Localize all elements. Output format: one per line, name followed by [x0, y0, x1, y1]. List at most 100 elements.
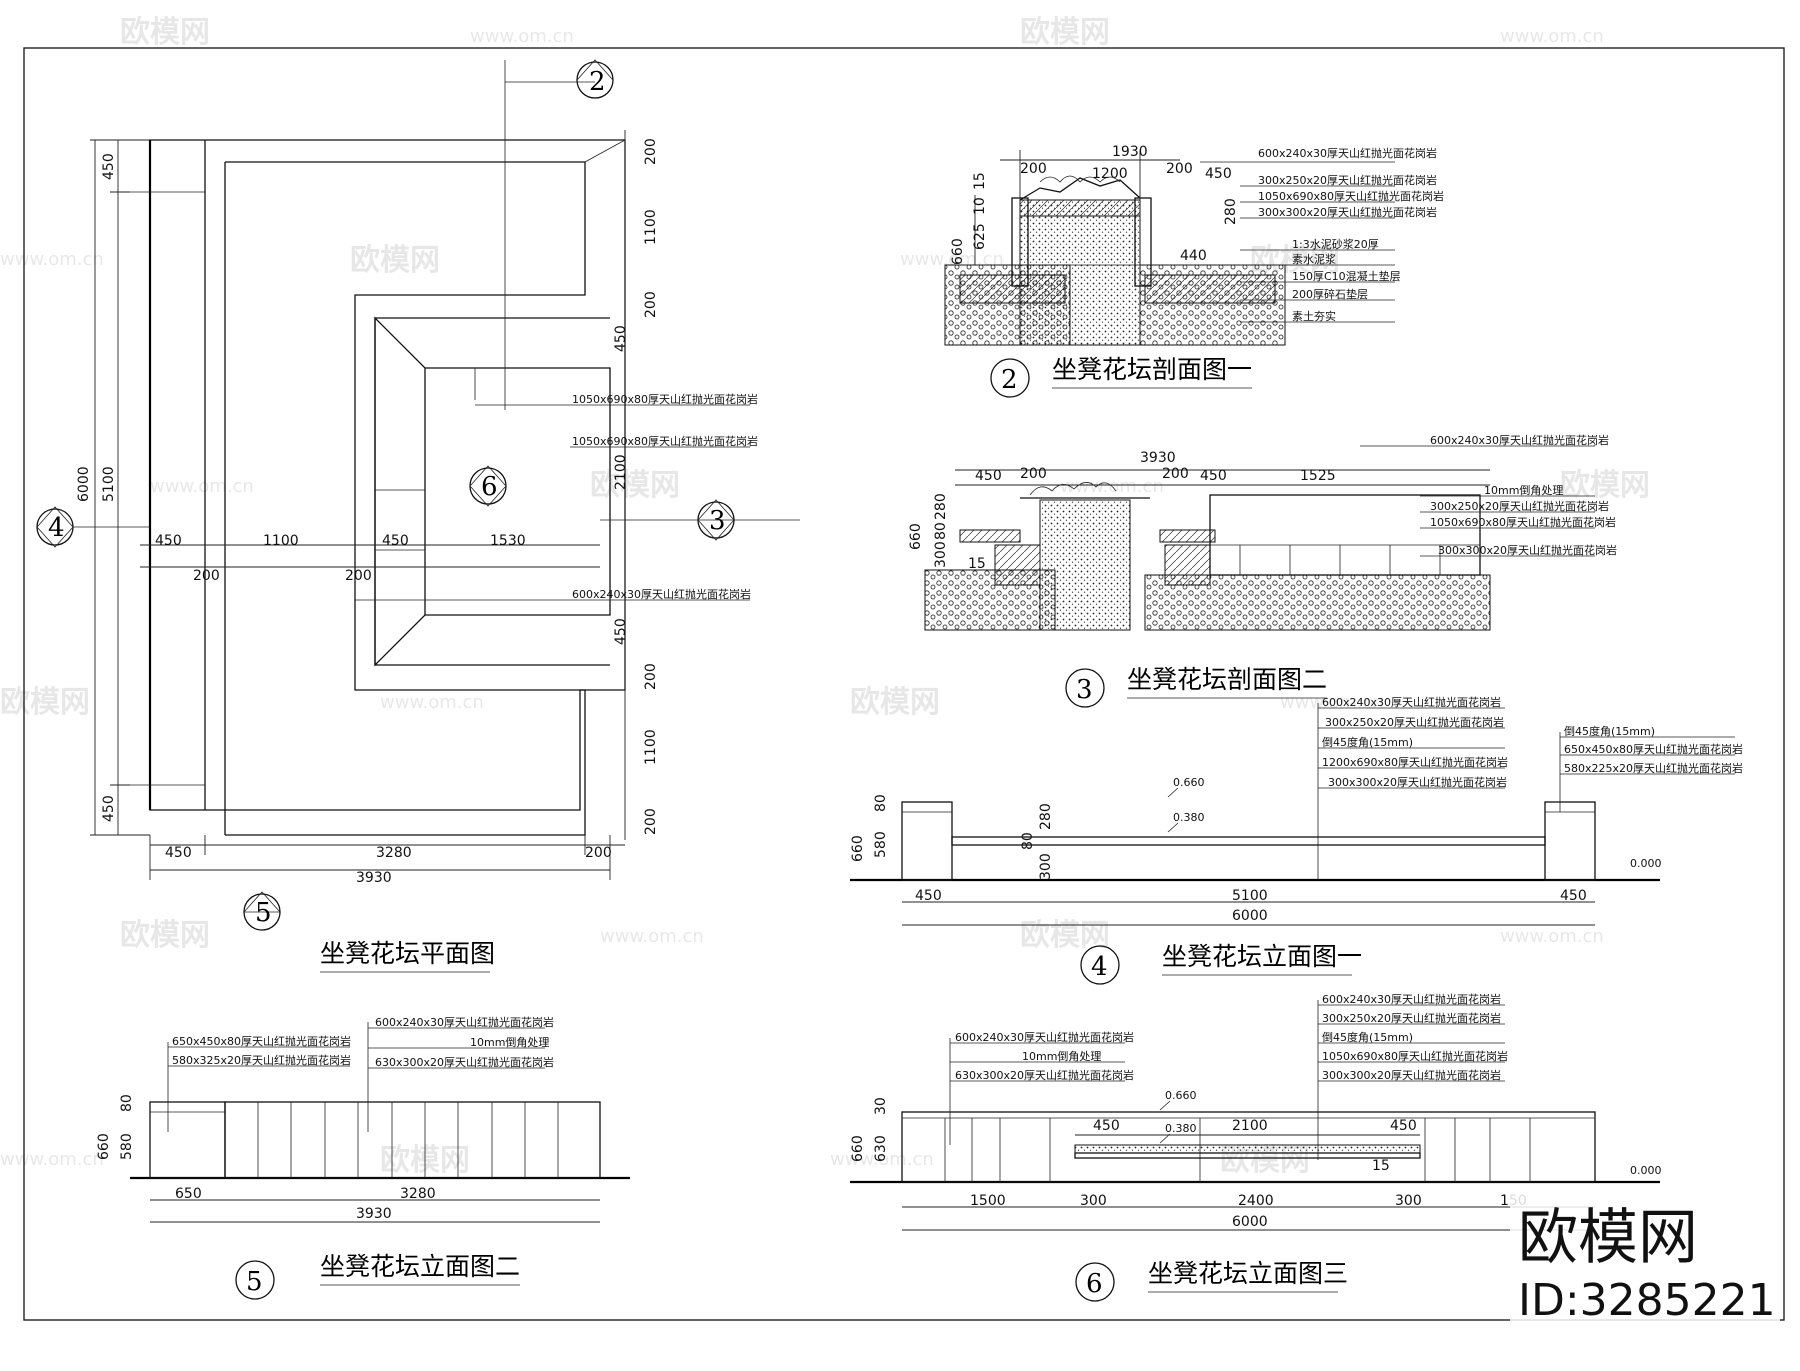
plan-mark-3: 3 [709, 506, 726, 536]
elev1-note-r1: 倒45度角(15mm) [1564, 724, 1655, 738]
elev1-title: 坐凳花坛立面图一 [1162, 942, 1362, 971]
elev2-dim-total: 3930 [356, 1206, 392, 1222]
elev1-note-r2: 650x450x80厚天山红抛光面花岗岩 [1564, 742, 1743, 756]
watermark-brand: 欧模网 [590, 468, 680, 503]
sec1-note-4: 300x300x20厚天山红抛光面花岗岩 [1258, 205, 1437, 219]
elev3-dim-t1: 450 [1093, 1118, 1120, 1134]
corner-brand: 欧模网 [1518, 1203, 1698, 1273]
watermark-brand: 欧模网 [1560, 468, 1650, 503]
elev3-note-l1: 600x240x30厚天山红抛光面花岗岩 [955, 1030, 1134, 1044]
plan-drawing: 2 3 6 4 5 6000 5100 450 450 200 1100 20 [36, 59, 800, 931]
sec2-title: 坐凳花坛剖面图二 [1127, 665, 1327, 694]
elev1-number-circle [1080, 945, 1120, 985]
watermark-url: www.om.cn [830, 1149, 934, 1170]
section-1-drawing: 1930 200 200 450 660 625 15 10 280 440 1… [944, 144, 1444, 346]
plan-dim-r4: 450 [613, 325, 629, 352]
sec1-dim-top: 1930 [1112, 144, 1148, 160]
sec1-note-7: 150厚C10混凝土垫层 [1292, 269, 1401, 283]
sec1-note-3: 1050x690x80厚天山红抛光面花岗岩 [1258, 189, 1444, 203]
elev1-dim-b2: 5100 [1232, 888, 1268, 904]
elev3-note-r5: 300x300x20厚天山红抛光面花岗岩 [1322, 1068, 1501, 1082]
sec2-dim-200a: 200 [1020, 466, 1047, 482]
sec2-dim-top: 3930 [1140, 450, 1176, 466]
elev1-note-l3: 倒45度角(15mm) [1322, 735, 1413, 749]
sec1-number: 2 [1001, 365, 1018, 395]
elev1-level-2: 0.380 [1173, 811, 1205, 824]
elev1-dim-300: 300 [1038, 853, 1054, 880]
plan-note-3: 600x240x30厚天山红抛光面花岗岩 [572, 587, 751, 601]
sec2-dim-660: 660 [908, 523, 924, 550]
elev2-dim-580: 580 [119, 1133, 135, 1160]
plan-dim-mid4: 1530 [490, 533, 526, 549]
elev3-note-l3: 630x300x20厚天山红抛光面花岗岩 [955, 1068, 1134, 1082]
sec1-note-2: 300x250x20厚天山红抛光面花岗岩 [1258, 173, 1437, 187]
sec2-number-circle [1065, 668, 1105, 708]
elev3-dim-630: 630 [873, 1135, 889, 1162]
plan-dim-mid5: 200 [193, 568, 220, 584]
elev2-dim-80: 80 [119, 1094, 135, 1112]
plan-dim-r6: 450 [613, 618, 629, 645]
sec2-dim-15: 15 [968, 556, 986, 572]
sec2-note-5: 300x300x20厚天山红抛光面花岗岩 [1438, 543, 1617, 557]
plan-dim-r3: 200 [643, 291, 659, 318]
plan-dim-left-a: 5100 [101, 466, 117, 502]
elev1-note-l5: 300x300x20厚天山红抛光面花岗岩 [1328, 775, 1507, 789]
watermark-url: www.om.cn [1500, 926, 1604, 947]
elev1-dim-280: 280 [1038, 803, 1054, 830]
plan-dim-mid1: 450 [155, 533, 182, 549]
watermark-brand: 欧模网 [120, 918, 210, 953]
plan-note-1: 1050x690x80厚天山红抛光面花岗岩 [572, 392, 758, 406]
elev3-number: 6 [1086, 1269, 1103, 1299]
watermark-brand: 欧模网 [1020, 15, 1110, 50]
sec1-note-6: 素水泥浆 [1292, 252, 1336, 266]
watermark-url: www.om.cn [470, 26, 574, 47]
elev1-dim-80b: 80 [1020, 832, 1036, 850]
plan-title: 坐凳花坛平面图 [320, 939, 495, 968]
elev2-note-r1: 600x240x30厚天山红抛光面花岗岩 [375, 1015, 554, 1029]
sec1-number-circle [990, 358, 1030, 398]
sec2-note-3: 300x250x20厚天山红抛光面花岗岩 [1430, 499, 1609, 513]
elev3-dim-b4: 300 [1395, 1193, 1422, 1209]
elev3-note-r3: 倒45度角(15mm) [1322, 1030, 1413, 1044]
plan-mark-5: 5 [255, 898, 272, 928]
watermark-brand: 欧模网 [850, 685, 940, 720]
plan-dim-bot2: 3280 [376, 845, 412, 861]
elev2-note-r3: 630x300x20厚天山红抛光面花岗岩 [375, 1055, 554, 1069]
elev3-level-3: 0.000 [1630, 1164, 1662, 1177]
elev1-dim-80: 80 [873, 794, 889, 812]
watermark-url: www.om.cn [0, 1149, 104, 1170]
sec1-note-1: 600x240x30厚天山红抛光面花岗岩 [1258, 146, 1437, 160]
sec2-dim-1525: 1525 [1300, 468, 1336, 484]
watermark-url: www.om.cn [150, 476, 254, 497]
elev2-note-l2: 580x325x20厚天山红抛光面花岗岩 [172, 1053, 351, 1067]
elev1-dim-total: 6000 [1232, 908, 1268, 924]
plan-dim-left-top: 450 [101, 153, 117, 180]
elev3-level-1: 0.660 [1165, 1089, 1197, 1102]
watermark-brand: 欧模网 [120, 15, 210, 50]
sec1-note-9: 素土夯实 [1292, 309, 1336, 323]
elev1-note-l1: 600x240x30厚天山红抛光面花岗岩 [1322, 695, 1501, 709]
elev3-dim-b2: 300 [1080, 1193, 1107, 1209]
elev3-dim-total: 6000 [1232, 1214, 1268, 1230]
sec1-dim-440: 440 [1180, 248, 1207, 264]
sec1-dim-280: 280 [1223, 198, 1239, 225]
elev1-note-l4: 1200x690x80厚天山红抛光面花岗岩 [1322, 755, 1508, 769]
sec1-dim-200b: 200 [1166, 161, 1193, 177]
sec1-dim-1200: 1200 [1092, 166, 1128, 182]
watermark-url: www.om.cn [380, 692, 484, 713]
elev2-dim-b2: 3280 [400, 1186, 436, 1202]
elev3-dim-15: 15 [1372, 1158, 1390, 1174]
watermark-url: www.om.cn [1500, 26, 1604, 47]
elev2-dim-b1: 650 [175, 1186, 202, 1202]
elevation-1-drawing: 0.660 0.380 0.000 450 5100 450 6000 660 … [850, 695, 1743, 926]
plan-dim-bot1: 450 [165, 845, 192, 861]
elev3-note-r2: 300x250x20厚天山红抛光面花岗岩 [1322, 1011, 1501, 1025]
sec2-note-1: 600x240x30厚天山红抛光面花岗岩 [1430, 433, 1609, 447]
watermark-url: www.om.cn [600, 926, 704, 947]
elev2-number: 5 [246, 1267, 263, 1297]
elev1-level-1: 0.660 [1173, 776, 1205, 789]
plan-mark-2: 2 [589, 67, 606, 97]
elev3-dim-30: 30 [873, 1097, 889, 1115]
sec2-dim-300: 300 [933, 541, 949, 568]
